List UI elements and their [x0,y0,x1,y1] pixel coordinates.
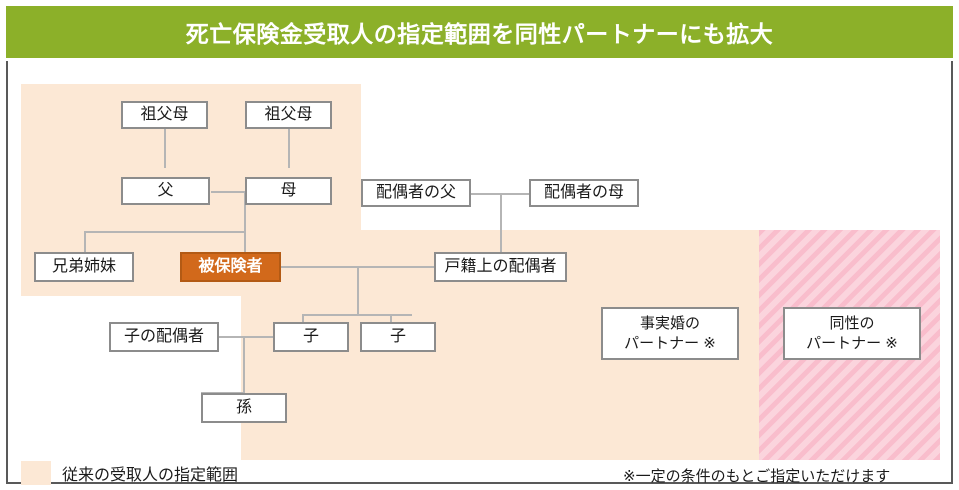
node-label: 兄弟姉妹 [51,257,116,275]
node-label: 祖父母 [140,105,189,123]
connector-bus-to-insured [244,231,246,255]
node-label: 子 [302,327,319,345]
node-label: 配偶者の父 [375,183,456,201]
node-child-1[interactable]: 子 [273,322,349,352]
page-title: 死亡保険金受取人の指定範囲を同性パートナーにも拡大 [185,21,774,47]
node-mother[interactable]: 母 [245,177,332,205]
connector-child-union-drop [243,336,245,394]
node-label-line-2: パートナー ※ [806,334,898,352]
diagram-frame: 祖父母 祖父母 父 母 配偶者の父 配偶者の母 兄弟姉妹 被保険者 戸籍上の配偶… [6,61,953,485]
footnote: ※一定の条件のもとご指定いただけます [623,468,891,485]
legend-swatch-traditional-scope [21,461,51,485]
connector-grandparents-paternal-to-father [164,126,166,168]
node-label: 孫 [235,398,252,416]
connector-child-spouse-child [218,336,302,338]
node-grandparents-paternal[interactable]: 祖父母 [121,101,208,129]
connector-union-drop [357,266,359,316]
node-grandparents-maternal[interactable]: 祖父母 [245,101,332,129]
node-common-law-partner[interactable]: 事実婚の パートナー ※ [601,307,739,360]
node-legal-spouse[interactable]: 戸籍上の配偶者 [434,252,567,282]
legend-label: 従来の受取人の指定範囲 [62,467,239,484]
node-label: 子の配偶者 [123,327,204,345]
node-father[interactable]: 父 [121,177,210,205]
node-insured[interactable]: 被保険者 [180,252,281,282]
node-spouse-mother[interactable]: 配偶者の母 [529,179,639,207]
node-label: 被保険者 [198,257,263,275]
node-label: 母 [280,181,297,199]
node-label-line-1: 事実婚の [639,314,700,332]
node-label: 戸籍上の配偶者 [444,257,557,275]
connector-parents-drop [244,191,246,233]
node-label: 配偶者の母 [543,183,624,201]
connector-child-bus [302,314,412,316]
node-child-2[interactable]: 子 [360,322,436,352]
node-samesex-partner[interactable]: 同性の パートナー ※ [783,307,921,360]
connector-bus-to-siblings [84,231,86,255]
node-child-spouse[interactable]: 子の配偶者 [109,322,219,352]
connector-children-bus [84,231,246,233]
node-siblings[interactable]: 兄弟姉妹 [34,252,134,282]
title-bar: 死亡保険金受取人の指定範囲を同性パートナーにも拡大 [6,6,953,58]
node-grandchild[interactable]: 孫 [201,393,287,423]
node-spouse-father[interactable]: 配偶者の父 [361,179,471,207]
node-label: 子 [389,327,406,345]
node-label-line-2: パートナー ※ [624,334,716,352]
connector-grandparents-maternal-to-mother [288,126,290,168]
node-label: 祖父母 [264,105,313,123]
legend: 従来の受取人の指定範囲 [21,461,238,485]
node-label: 父 [157,181,174,199]
node-label-line-1: 同性の [829,314,875,332]
connector-spouse-parents-drop [500,193,502,255]
